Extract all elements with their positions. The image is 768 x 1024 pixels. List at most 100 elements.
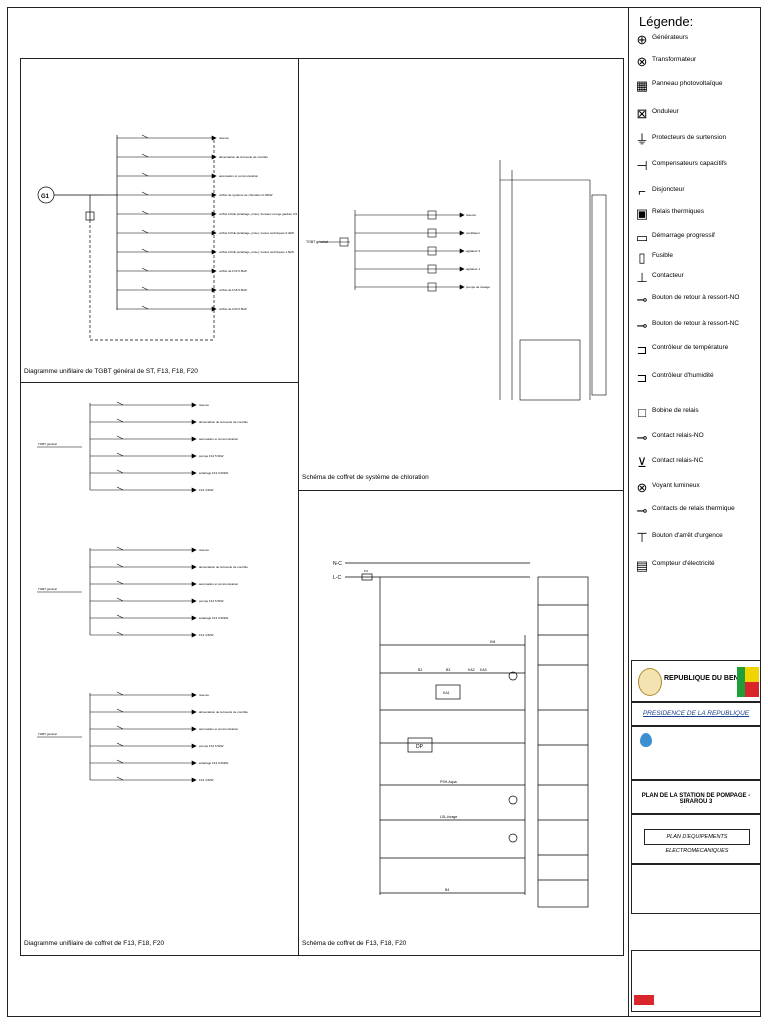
legend-item: □Bobine de relais [634,405,752,427]
humidity-controller-icon: ⊐ [636,370,648,385]
title-block-presidency: PRESIDENCE DE LA REPUBLIQUE [631,702,761,726]
plan-title: PLAN DE LA STATION DE POMPAGE -SIRAROU 3 [641,793,751,805]
breaker-symbol [116,563,124,568]
outlet-label: coffret F2CE (éclairage, prise), bureaux… [219,212,297,216]
outlet-label: F13 4.5kW [199,633,214,637]
b3-label: B3 [446,668,450,672]
outlet-arrow [459,266,465,272]
electricity-meter-icon: ▤ [635,558,649,573]
water-drop-icon [640,733,652,747]
outlet-label: pompe F13 5.5kW [199,454,224,458]
panel-3-title: Diagramme unifilaire de coffret de F13, … [24,940,165,947]
outlet-label: éclairage F13 0.06kW [199,471,228,475]
outlet-label: coffret F2CE (éclairage, prise), locaux … [219,231,294,235]
temperature-controller-icon: ⊐ [636,342,648,357]
cabinet-source-label: TGBT général [38,587,57,591]
legend-item: ⊗Voyant lumineux [634,480,752,502]
ka3-label: KA3 [480,668,487,672]
legend-item: ⊸Contact relais-NO [634,430,752,452]
pushbutton-no-icon: ⊸ [636,292,648,307]
contactor-symbol [427,264,437,274]
breaker-symbol [116,708,124,713]
legend-label: Relais thermiques [652,208,705,215]
outlet-label: coffret de F18 5.5kW [219,288,247,292]
legend-item: ⊗Transformateur [634,54,752,76]
legend-item: ⊐Contrôleur de température [634,342,752,364]
outlet-arrow [191,581,197,587]
outlet-label: coffret F2CE (éclairage, prise), locaux … [219,250,294,254]
outlet-arrow [211,135,217,141]
outlet-arrow [211,306,217,312]
solar-panel-icon: ▦ [635,78,649,93]
legend-label: Démarrage progressif [652,232,715,239]
legend-label: Contrôleur d'humidité [652,372,714,379]
legend-item: ⊣Compensateurs capacitifs [634,158,752,180]
title-block-country: REPUBLIQUE DU BENIN [631,660,761,702]
breaker-symbol [141,153,149,158]
line-label: L-C [333,575,341,581]
flag-icon [737,667,759,697]
outlet-arrow [191,547,197,553]
outlet-arrow [191,709,197,715]
breaker-symbol [116,452,124,457]
outlet-label: réserve [199,693,209,697]
breaker-symbol [141,286,149,291]
drawing-sheet [7,7,761,1017]
outlet-label: pompe F13 5.5kW [199,744,224,748]
b4-label: B4 [445,888,449,892]
surge-protector-icon: ⏚ [635,132,649,147]
legend-label: Contacts de relais thermique [652,505,735,512]
contactor-symbol [427,282,437,292]
outlet-arrow [191,726,197,732]
generator-label: G1 [41,194,50,200]
legend-item: ⊻Contact relais-NC [634,455,752,477]
contactor-symbol [427,246,437,256]
title-block-signatures [631,864,761,914]
outlet-label: réserve [219,136,229,140]
breaker-symbol [116,401,124,406]
outlet-label: réserve [466,213,476,217]
emergency-stop-icon: ⊤ [636,530,648,545]
outlet-arrow [191,453,197,459]
circuit-breaker-icon: ⌐ [638,184,646,199]
outlet-label: ventilateur [466,231,480,235]
outlet-arrow [191,692,197,698]
capacitor-icon: ⊣ [636,158,648,173]
outlet-arrow [191,487,197,493]
breaker-symbol [116,776,124,781]
panel-divider-left [20,382,298,383]
outlet-label: coffret de F20 5.5kW [219,307,247,311]
legend-item: ▯Fusible [634,250,752,272]
outlet-arrow [191,436,197,442]
diagram-frame [20,58,624,956]
outlet-label: F13 4.5kW [199,488,214,492]
outlet-label: alimentation de la boucle de contrôle [199,565,248,569]
title-block-agency [631,726,761,780]
breaker-symbol [116,418,124,423]
relay-coil-icon: □ [638,405,646,420]
company-logo [634,995,654,1005]
legend-label: Compteur d'électricité [652,560,715,567]
outlet-label: agitateur 2 [466,249,481,253]
panel-4-title: Schéma de coffret de F13, F18, F20 [302,940,407,947]
km-label: KM [490,640,495,644]
outlet-arrow [211,268,217,274]
legend-label: Bouton d'arrêt d'urgence [652,532,723,539]
panel-divider-vertical [298,58,299,956]
legend-item: ▭Démarrage progressif [634,230,752,252]
inverter-icon: ⊠ [636,106,648,121]
soft-starter-icon: ▭ [635,230,649,245]
legend-label: Bouton de retour à ressort-NC [652,320,740,327]
title-block-subtitle: PLAN D'EQUIPEMENTS ELECTROMECANIQUES [631,814,761,864]
legend-item: ▣Relais thermiques [634,206,752,228]
outlet-arrow [191,470,197,476]
outlet-arrow [191,777,197,783]
outlet-arrow [211,230,217,236]
legend-item: ▤Compteur d'électricité [634,558,752,580]
panel-2-title: Schéma de coffret de système de chlorati… [302,474,429,481]
breaker-symbol [116,691,124,696]
lsl-label: LSL-forage [440,815,457,819]
legend-item: ⊸Bouton de retour à ressort-NO [634,292,752,314]
panel-1-title: Diagramme unifilaire de TGBT général de … [24,368,198,375]
